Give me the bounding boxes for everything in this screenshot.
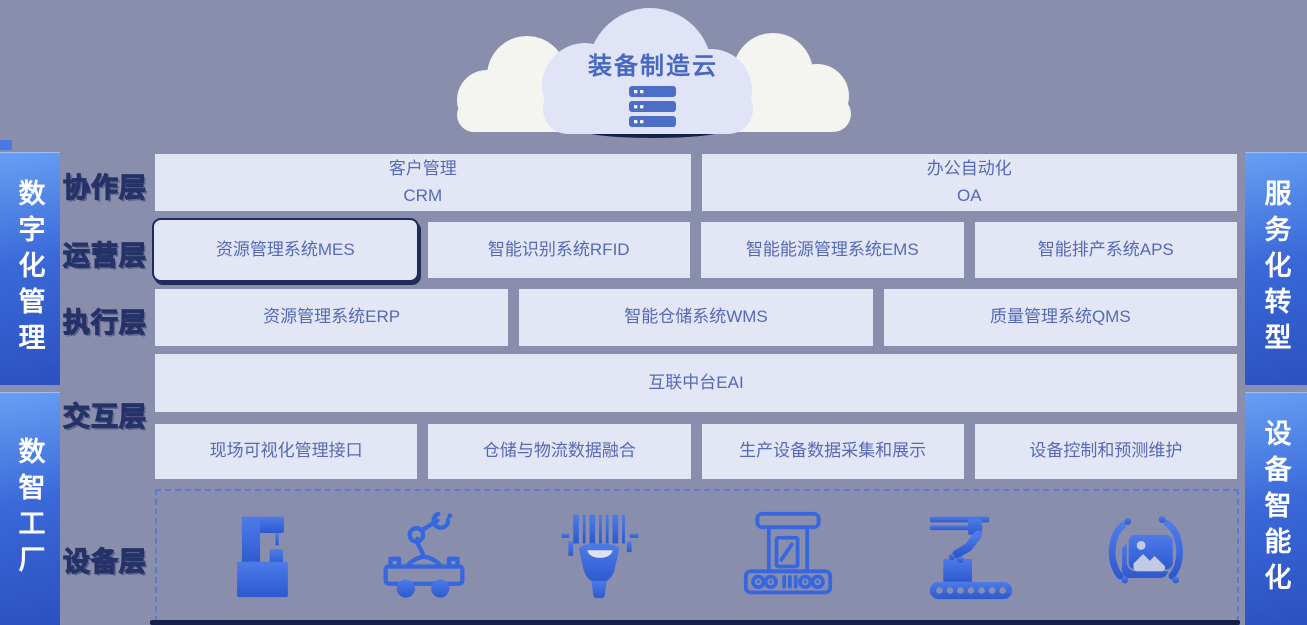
- sidebar-digital-management: 数字化管理: [0, 152, 60, 385]
- mes-box-selected[interactable]: 资源管理系统MES: [152, 218, 419, 282]
- barcode-scanner-icon: [561, 514, 639, 599]
- erp-box: 资源管理系统ERP: [155, 289, 509, 346]
- wms-box: 智能仓储系统WMS: [519, 289, 873, 346]
- predictive-maintenance-box: 设备控制和预测维护: [974, 424, 1237, 479]
- interaction-row: 现场可视化管理接口 仓储与物流数据融合 生产设备数据采集和展示 设备控制和预测维…: [155, 424, 1237, 479]
- cloud-title: 装备制造云: [588, 53, 718, 80]
- data-collection-box: 生产设备数据采集和展示: [701, 424, 964, 479]
- oa-title: 办公自动化: [926, 159, 1012, 179]
- sidebar-device-intelligence: 设备智能化: [1245, 392, 1307, 625]
- sidebar-label: 服务化转型: [1260, 178, 1291, 359]
- eai-box: 互联中台EAI: [155, 354, 1237, 412]
- crm-title: 客户管理: [388, 159, 457, 179]
- server-icon: [629, 86, 676, 127]
- conveyor-robot-arm-icon: [929, 516, 1013, 600]
- aps-box: 智能排产系统APS: [974, 222, 1237, 278]
- layer-label-execution: 执行层: [62, 307, 147, 338]
- layer-label-device: 设备层: [62, 546, 147, 577]
- machine-vision-icon: [1108, 516, 1183, 584]
- execution-row: 资源管理系统ERP 智能仓储系统WMS 质量管理系统QMS: [155, 289, 1237, 346]
- cloud-shape: [457, 8, 851, 138]
- oa-box: 办公自动化 OA: [701, 154, 1237, 211]
- agv-robot-arm-icon: [383, 511, 465, 598]
- qms-box: 质量管理系统QMS: [883, 289, 1237, 346]
- sidebar-service-transformation: 服务化转型: [1245, 152, 1307, 385]
- crm-box: 客户管理 CRM: [155, 154, 691, 211]
- operation-row: 资源管理系统MES 智能识别系统RFID 智能能源管理系统EMS 智能排产系统A…: [152, 218, 1237, 282]
- sidebar-label: 数智工厂: [14, 436, 45, 581]
- sidebar-label: 设备智能化: [1260, 418, 1291, 599]
- sidebar-label: 数字化管理: [14, 178, 45, 359]
- layer-label-interaction: 交互层: [62, 401, 147, 432]
- oa-abbr: OA: [956, 185, 982, 205]
- rfid-box: 智能识别系统RFID: [427, 222, 690, 278]
- site-visualization-box: 现场可视化管理接口: [155, 424, 418, 479]
- collaboration-row: 客户管理 CRM 办公自动化 OA: [155, 154, 1237, 211]
- decor-tab: [0, 140, 12, 150]
- middleware-row: 互联中台EAI: [155, 354, 1237, 412]
- device-layer-zone: [155, 489, 1239, 622]
- device-layer-shadow-bar: [150, 620, 1240, 625]
- logistics-fusion-box: 仓储与物流数据融合: [428, 424, 691, 479]
- cloud-graphic: [435, 0, 875, 148]
- cnc-machine-icon: [743, 511, 833, 595]
- layer-label-operation: 运营层: [62, 240, 147, 271]
- filling-machine-icon: [237, 516, 288, 598]
- sidebar-smart-factory: 数智工厂: [0, 392, 60, 625]
- ems-box: 智能能源管理系统EMS: [701, 222, 964, 278]
- crm-abbr: CRM: [403, 185, 443, 205]
- layer-label-collaboration: 协作层: [62, 172, 147, 203]
